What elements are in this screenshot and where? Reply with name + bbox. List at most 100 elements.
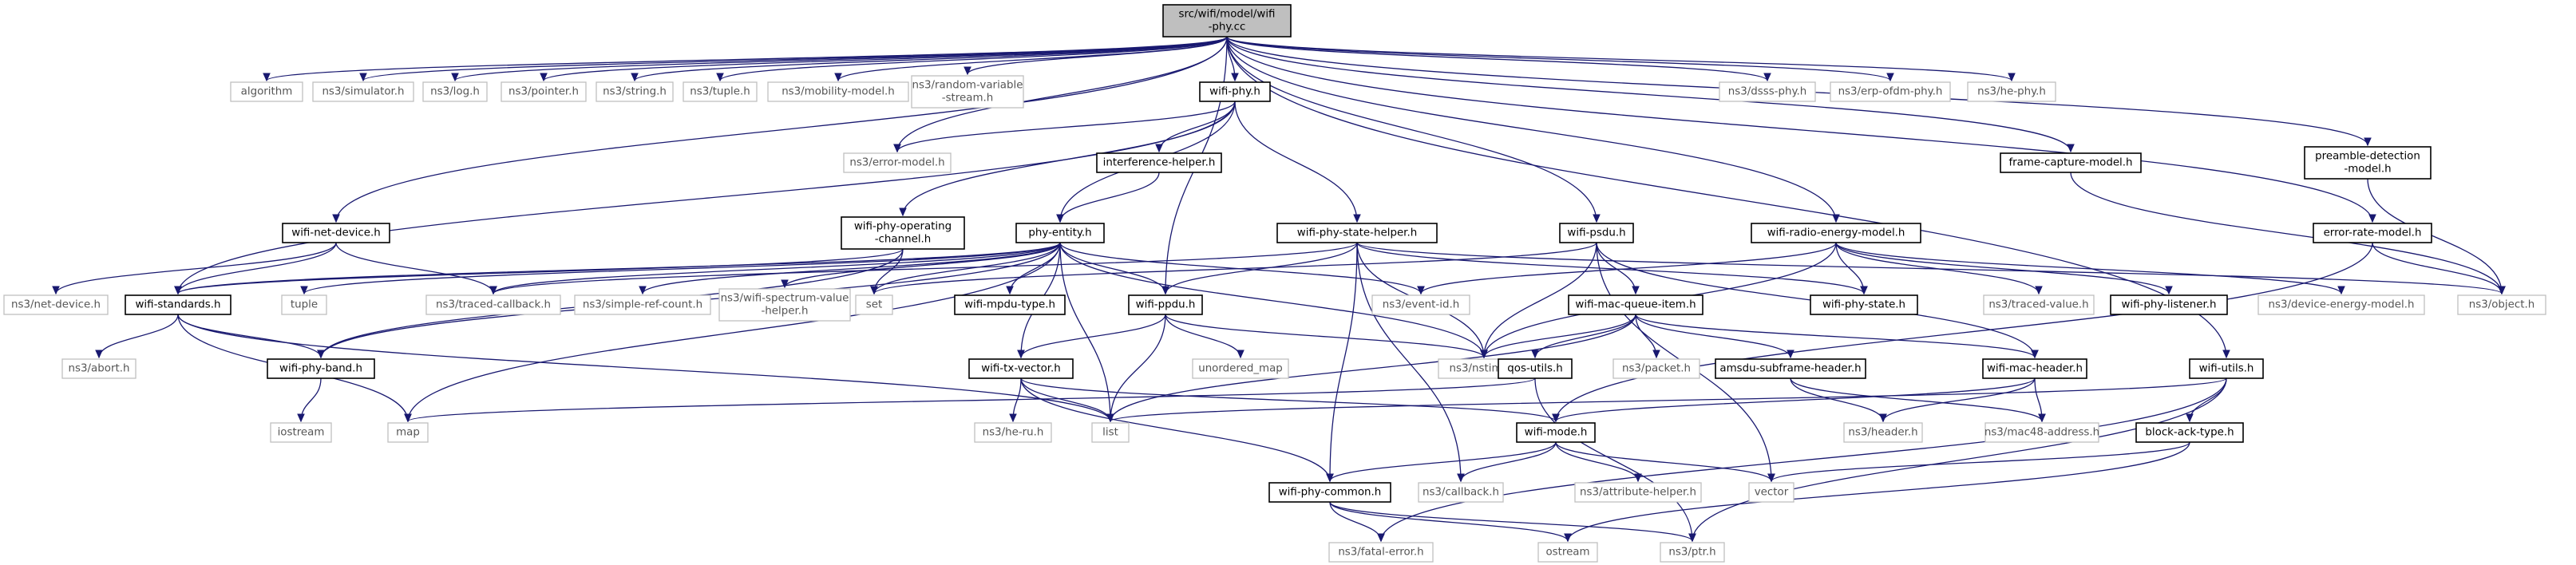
node-nsnetdevice: ns3/net-device.h (3, 294, 109, 315)
node-phystate[interactable]: wifi-phy-state.h (1810, 294, 1918, 315)
node-macheader[interactable]: wifi-mac-header.h (1982, 358, 2087, 379)
node-erm[interactable]: error-rate-model.h (2313, 223, 2432, 243)
node-macqueue[interactable]: wifi-mac-queue-item.h (1568, 294, 1703, 315)
node-label: phy-entity.h (1028, 227, 1091, 239)
node-phyentity[interactable]: phy-entity.h (1015, 223, 1105, 243)
edge-wifiphy-to-errormodel (897, 101, 1236, 152)
edge-ppdu-to-nstime (1165, 314, 1484, 358)
node-label: preamble-detection (2315, 151, 2420, 163)
node-abort: ns3/abort.h (61, 358, 137, 379)
node-randomvar: ns3/random-variable-stream.h (911, 75, 1024, 109)
node-box (954, 294, 1066, 315)
edge-wifiutils-to-list (1110, 377, 2227, 421)
edge-phyentity-to-standards (178, 242, 1061, 294)
node-psdu[interactable]: wifi-psdu.h (1559, 223, 1634, 243)
edge-root-to-tuple_h (720, 36, 1228, 81)
node-label: -phy.cc (1209, 22, 1246, 34)
node-phylistener[interactable]: wifi-phy-listener.h (2110, 294, 2228, 315)
node-box (1268, 482, 1391, 503)
node-box (1984, 422, 2099, 443)
node-box (312, 81, 414, 102)
edge-radioenergy-to-tracedvalue (1835, 242, 2039, 294)
node-label: ns3/header.h (1848, 427, 1917, 439)
node-amsdu[interactable]: amsdu-subframe-header.h (1715, 358, 1866, 379)
node-framecapture[interactable]: frame-capture-model.h (2000, 152, 2142, 173)
node-box (841, 216, 965, 250)
node-label: wifi-psdu.h (1567, 227, 1625, 239)
node-interference[interactable]: interference-helper.h (1096, 152, 1222, 173)
node-wifiphy[interactable]: wifi-phy.h (1199, 81, 1271, 102)
node-label: ns3/erp-ofdm-phy.h (1838, 86, 1943, 98)
node-box (1128, 294, 1203, 315)
node-label: block-ack-type.h (2145, 427, 2234, 439)
node-box (1537, 542, 1598, 563)
node-netdevice[interactable]: wifi-net-device.h (282, 223, 390, 243)
edge-ppdu-to-list (1110, 314, 1166, 421)
node-box (1199, 81, 1271, 102)
node-standards[interactable]: wifi-standards.h (125, 294, 231, 315)
node-radioenergy[interactable]: wifi-radio-energy-model.h (1751, 223, 1921, 243)
node-box (1498, 358, 1573, 379)
node-mac48: ns3/mac48-address.h (1984, 422, 2099, 443)
node-box (1719, 81, 1816, 102)
node-label: ns3/he-phy.h (1977, 86, 2046, 98)
edge-standards-to-band (177, 314, 321, 358)
node-tuple: tuple (281, 294, 327, 315)
node-blockack[interactable]: block-ack-type.h (2135, 422, 2244, 443)
node-label: wifi-phy.h (1209, 86, 1260, 98)
edge-wifiphy-to-statehelper (1234, 101, 1357, 222)
node-preamble[interactable]: preamble-detection-model.h (2304, 146, 2432, 180)
node-root[interactable]: src/wifi/model/wifi-phy.cc (1162, 4, 1292, 38)
node-label: wifi-phy-common.h (1279, 487, 1382, 499)
node-devenergy: ns3/device-energy-model.h (2257, 294, 2425, 315)
node-opchannel[interactable]: wifi-phy-operating-channel.h (841, 216, 965, 250)
node-tuple_h: ns3/tuple.h (683, 81, 758, 102)
node-box (1276, 223, 1438, 243)
node-statehelper[interactable]: wifi-phy-state-helper.h (1276, 223, 1438, 243)
node-label: ns3/event-id.h (1383, 299, 1459, 311)
edge-amsdu-to-mac48 (1790, 377, 2042, 421)
node-qosutils[interactable]: qos-utils.h (1498, 358, 1573, 379)
node-txvector[interactable]: wifi-tx-vector.h (968, 358, 1074, 379)
node-label: ns3/mobility-model.h (782, 86, 895, 98)
node-box (574, 294, 711, 315)
node-phycommon[interactable]: wifi-phy-common.h (1268, 482, 1391, 503)
edge-phyentity-to-ppdu (1059, 242, 1165, 294)
node-box (1371, 294, 1470, 315)
node-box (1559, 223, 1634, 243)
node-band[interactable]: wifi-phy-band.h (267, 358, 375, 379)
node-box (1015, 223, 1105, 243)
edge-phyentity-to-set (874, 242, 1061, 294)
node-label: wifi-radio-energy-model.h (1767, 227, 1905, 239)
node-iostream: iostream (270, 422, 332, 443)
node-label: -helper.h (761, 306, 808, 318)
node-box (1091, 422, 1130, 443)
node-label: ns3/wifi-spectrum-value (721, 293, 849, 305)
edge-standards-to-list (177, 314, 1110, 421)
node-label: ns3/simple-ref-count.h (583, 299, 702, 311)
node-wifiutils[interactable]: wifi-utils.h (2189, 358, 2264, 379)
edge-txvector-to-wifimode (1020, 377, 1556, 421)
node-box (281, 294, 327, 315)
edge-root-to-pointer (544, 36, 1228, 81)
node-ppdu[interactable]: wifi-ppdu.h (1128, 294, 1203, 315)
edge-ppdu-to-txvector (1021, 314, 1166, 358)
node-vector: vector (1748, 482, 1794, 503)
node-box (683, 81, 758, 102)
edge-macheader-to-wifimode (1556, 377, 2036, 421)
node-mpdutype[interactable]: wifi-mpdu-type.h (954, 294, 1066, 315)
node-box (1516, 422, 1596, 443)
node-box (230, 81, 303, 102)
edge-root-to-erm (1226, 36, 2372, 222)
node-box (911, 75, 1024, 109)
edge-root-to-algorithm (267, 36, 1228, 81)
node-label: ns3/pointer.h (508, 86, 579, 98)
node-label: wifi-phy-operating (854, 221, 952, 233)
node-box (270, 422, 332, 443)
edge-ppdu-to-unordered (1165, 314, 1241, 358)
node-wifimode[interactable]: wifi-mode.h (1516, 422, 1596, 443)
node-erpofdm: ns3/erp-ofdm-phy.h (1830, 81, 1951, 102)
node-label: amsdu-subframe-header.h (1719, 363, 1861, 375)
node-box (422, 81, 488, 102)
node-box (1568, 294, 1703, 315)
